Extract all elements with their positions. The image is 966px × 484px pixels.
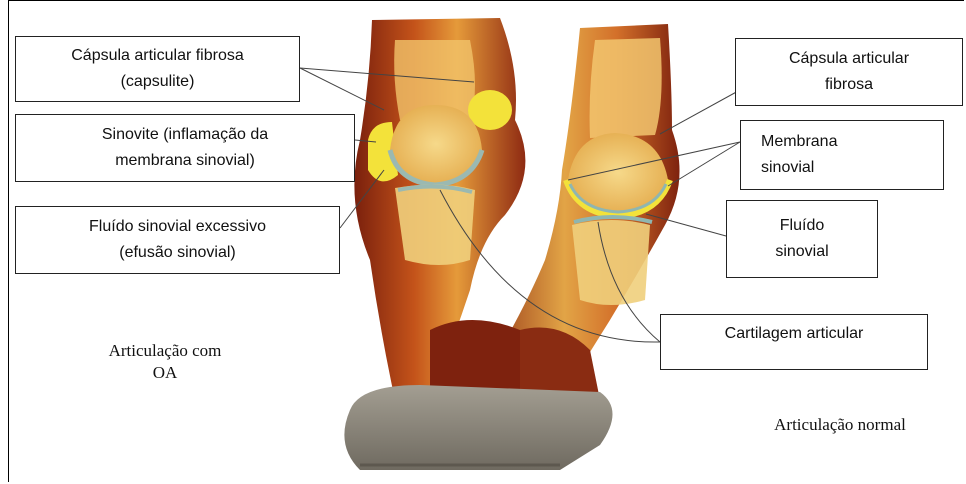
label-text-line2: fibrosa (825, 72, 873, 98)
caption-oa-line2: OA (70, 362, 260, 384)
label-fluido-sinovial: Fluído sinovial (726, 200, 878, 278)
caption-oa: Articulação com OA (70, 340, 260, 384)
label-text-line1: Cápsula articular fibrosa (71, 43, 244, 69)
label-fluido-excessivo: Fluído sinovial excessivo (efusão sinovi… (15, 206, 340, 274)
label-text: Cartilagem articular (725, 321, 864, 347)
label-text-line2: (efusão sinovial) (119, 240, 236, 266)
label-text-line2: sinovial (775, 239, 828, 265)
label-text-line1: Sinovite (inflamação da (102, 122, 268, 148)
caption-normal: Articulação normal (740, 414, 940, 436)
label-text-line2: sinovial (761, 155, 814, 181)
label-text-line1: Fluído (780, 213, 824, 239)
label-capsula-articular-oa: Cápsula articular fibrosa (capsulite) (15, 36, 300, 102)
label-text-line1: Cápsula articular (789, 46, 909, 72)
label-text-line1: Membrana (761, 129, 837, 155)
label-capsula-articular-normal: Cápsula articular fibrosa (735, 38, 963, 106)
label-cartilagem-articular: Cartilagem articular (660, 314, 928, 370)
label-text-line1: Fluído sinovial excessivo (89, 214, 266, 240)
label-sinovite: Sinovite (inflamação da membrana sinovia… (15, 114, 355, 182)
label-text-line2: membrana sinovial) (115, 148, 255, 174)
label-membrana-sinovial: Membrana sinovial (740, 120, 944, 190)
caption-oa-line1: Articulação com (70, 340, 260, 362)
label-text-line2: (capsulite) (121, 69, 195, 95)
hoof-drawing (344, 385, 612, 470)
